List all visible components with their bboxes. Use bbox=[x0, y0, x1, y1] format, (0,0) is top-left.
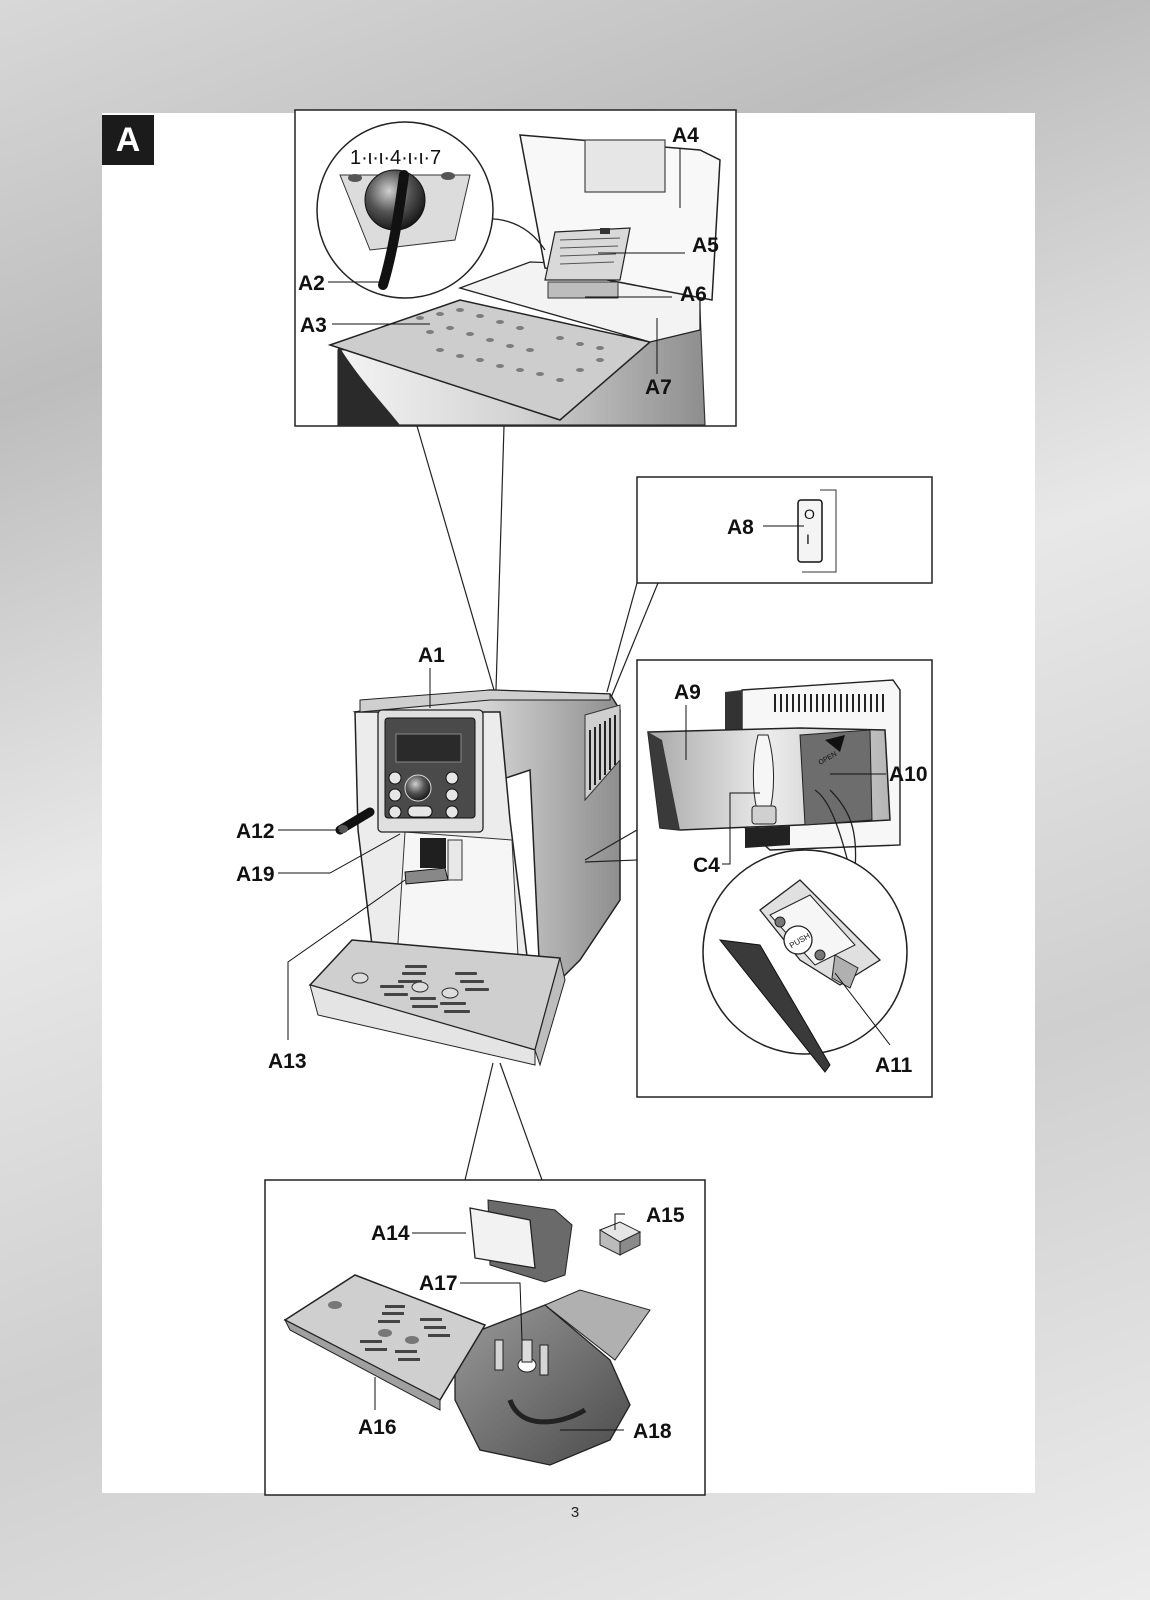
grind-dial-magnifier: 1·ι·ι·4·ι·ι·7 bbox=[316, 121, 546, 299]
label-a9: A9 bbox=[674, 681, 701, 704]
label-c4: C4 bbox=[693, 854, 720, 877]
label-a14: A14 bbox=[371, 1222, 410, 1245]
top-inset-panel: 1·ι·ι·4·ι·ι·7 A2 A3 A4 A5 A6 A7 bbox=[294, 109, 737, 427]
switch-on-symbol: I bbox=[806, 531, 810, 547]
label-a10: A10 bbox=[889, 763, 928, 786]
float-indicator[interactable] bbox=[517, 1339, 537, 1373]
steam-dial[interactable] bbox=[404, 774, 432, 802]
grind-scale-numbers: 1·ι·ι·4·ι·ι·7 bbox=[350, 147, 441, 169]
label-a2: A2 bbox=[298, 272, 325, 295]
drip-tray-inset: A14 A15 A17 A16 A18 bbox=[264, 1179, 706, 1496]
water-tank-inset: OPEN PUSH A9 A10 C4 A11 bbox=[636, 659, 933, 1098]
label-a12: A12 bbox=[236, 820, 275, 843]
section-badge: A bbox=[102, 115, 154, 165]
aroma-compartment-lid bbox=[544, 227, 631, 281]
coffee-spout bbox=[404, 838, 463, 885]
coffee-machine-main: A1 A12 A19 A13 bbox=[236, 644, 621, 1073]
label-a7: A7 bbox=[645, 376, 672, 399]
power-switch-inset: O I A8 bbox=[636, 476, 933, 584]
label-a4: A4 bbox=[672, 124, 699, 147]
label-a13: A13 bbox=[268, 1050, 307, 1073]
switch-off-symbol: O bbox=[804, 506, 815, 522]
drip-tray[interactable] bbox=[308, 939, 566, 1067]
control-panel bbox=[377, 709, 484, 833]
label-a6: A6 bbox=[680, 283, 707, 306]
filter-holder-magnifier: PUSH bbox=[702, 849, 908, 1073]
label-a5: A5 bbox=[692, 234, 719, 257]
label-a16: A16 bbox=[358, 1416, 397, 1439]
button-6[interactable] bbox=[445, 805, 459, 819]
ok-button[interactable] bbox=[407, 805, 433, 818]
grind-knob-lever[interactable] bbox=[378, 170, 409, 290]
power-switch[interactable] bbox=[797, 499, 823, 563]
label-a8: A8 bbox=[727, 516, 754, 539]
drip-tray-callouts: A14 A15 A17 A16 A18 bbox=[358, 1204, 685, 1443]
label-a19: A19 bbox=[236, 863, 275, 886]
grinder-compartment-drawing bbox=[327, 134, 721, 426]
main-callouts: A1 A12 A19 A13 bbox=[236, 644, 445, 1073]
water-tank-callouts: A9 A10 C4 A11 bbox=[674, 681, 928, 1077]
label-a18: A18 bbox=[633, 1420, 672, 1443]
steam-wand[interactable] bbox=[335, 807, 375, 835]
label-a1: A1 bbox=[418, 644, 445, 667]
cup-grid-plate[interactable] bbox=[283, 1274, 487, 1411]
page-number: 3 bbox=[570, 1504, 580, 1521]
label-a11: A11 bbox=[875, 1054, 913, 1077]
label-a17: A17 bbox=[419, 1272, 458, 1295]
label-a3: A3 bbox=[300, 314, 327, 337]
button-4[interactable] bbox=[445, 771, 459, 785]
top-inset-callouts: A2 A3 A4 A5 A6 A7 bbox=[298, 124, 719, 399]
drip-tray-base[interactable] bbox=[454, 1289, 651, 1466]
button-3[interactable] bbox=[388, 805, 402, 819]
button-2[interactable] bbox=[388, 788, 402, 802]
grid-bottom-part[interactable] bbox=[598, 1221, 642, 1256]
water-filter[interactable] bbox=[752, 734, 775, 811]
grounds-container[interactable] bbox=[469, 1199, 573, 1283]
button-1[interactable] bbox=[388, 771, 402, 785]
pre-ground-funnel bbox=[547, 281, 619, 299]
button-5[interactable] bbox=[445, 788, 459, 802]
lcd-display bbox=[395, 733, 462, 763]
label-a15: A15 bbox=[646, 1204, 685, 1227]
cup-holder-holes bbox=[416, 308, 604, 382]
